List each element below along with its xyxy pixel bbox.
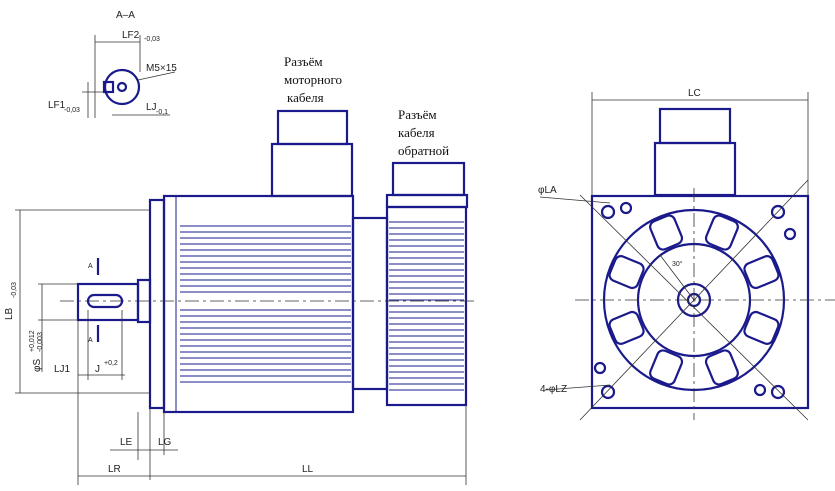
fixing-hole	[753, 383, 767, 397]
housing-window	[649, 349, 684, 386]
shaft	[76, 282, 140, 322]
fixing-hole	[619, 201, 633, 215]
fixing-hole	[783, 227, 797, 241]
housing-window	[649, 214, 684, 251]
ls-tol-top: +0,012	[29, 330, 36, 352]
key-slot	[102, 80, 115, 94]
motor-connector-line2: моторного	[284, 72, 342, 87]
lz-label: 4-φLZ	[540, 384, 567, 395]
motor-connector-line3: кабеля	[287, 90, 324, 105]
feedback-connector-line2: кабеля	[398, 125, 435, 140]
section-mark-top: A	[88, 263, 93, 270]
lf1-label: LF1	[48, 100, 66, 111]
housing-window	[704, 214, 739, 251]
thread-label: M5×15	[146, 63, 177, 74]
front-connector-top	[658, 107, 732, 145]
fixing-hole	[593, 361, 607, 375]
mounting-hole	[770, 204, 786, 220]
lc-label: LC	[688, 88, 701, 99]
feedback-connector-top	[391, 161, 466, 197]
motor-connector-top	[276, 109, 349, 146]
feedback-connector-line3: обратной	[398, 143, 449, 158]
housing-window	[704, 349, 739, 386]
ls-label: φS	[32, 359, 43, 372]
encoder-fins	[389, 221, 464, 391]
shaft-section-circle	[103, 68, 141, 106]
lb-tolerance: -0,03	[11, 282, 18, 298]
mounting-holes	[593, 201, 797, 400]
feedback-connector-line1: Разъём	[398, 107, 437, 122]
side-view: Разъём моторного кабеля Разъём кабеля об…	[4, 54, 475, 485]
front-flange	[590, 194, 810, 410]
lf1-tolerance: -0,03	[64, 107, 80, 114]
feedback-connector-base	[385, 193, 469, 209]
la-label: φLA	[538, 185, 557, 196]
lj-tolerance: -0,1	[156, 109, 168, 116]
housing-windows	[608, 214, 780, 386]
lb-label: LB	[4, 307, 15, 320]
lj-label: LJ	[146, 102, 157, 113]
mounting-hole	[600, 384, 616, 400]
ll-label: LL	[302, 464, 314, 475]
section-mark-bottom: A	[88, 337, 93, 344]
housing-window	[743, 255, 780, 290]
angle-label: 30°	[672, 260, 683, 268]
mounting-hole	[770, 384, 786, 400]
lf2-tolerance: -0,03	[144, 36, 160, 43]
front-connector-base	[653, 141, 737, 197]
encoder-housing	[385, 205, 468, 407]
shaft-keyway	[86, 293, 124, 309]
motor-connector-line1: Разъём	[284, 54, 323, 69]
ls-tol-bottom: -0,003	[37, 332, 44, 352]
housing-window	[743, 310, 780, 345]
motor-connector-base	[270, 142, 354, 198]
housing-window	[608, 255, 645, 290]
lg-label: LG	[158, 437, 172, 448]
lj1-label: LJ1	[54, 364, 71, 375]
front-view: LC φLA 30° 4-φLZ	[538, 88, 835, 421]
section-a-a: A–A LF2 -0,03 M5×15 LF1 -0,03 LJ -0,1	[48, 10, 177, 118]
flange	[148, 198, 166, 410]
lr-label: LR	[108, 464, 121, 475]
housing-window	[608, 310, 645, 345]
cooling-fins	[180, 225, 351, 383]
j-tolerance: +0,2	[104, 360, 118, 367]
lf2-label: LF2	[122, 30, 140, 41]
le-label: LE	[120, 437, 133, 448]
j-label: J	[95, 364, 100, 375]
motor-body	[162, 194, 355, 414]
section-title: A–A	[116, 10, 135, 21]
coupling-section	[351, 216, 389, 391]
thread-hole	[116, 81, 128, 93]
mounting-hole	[600, 204, 616, 220]
